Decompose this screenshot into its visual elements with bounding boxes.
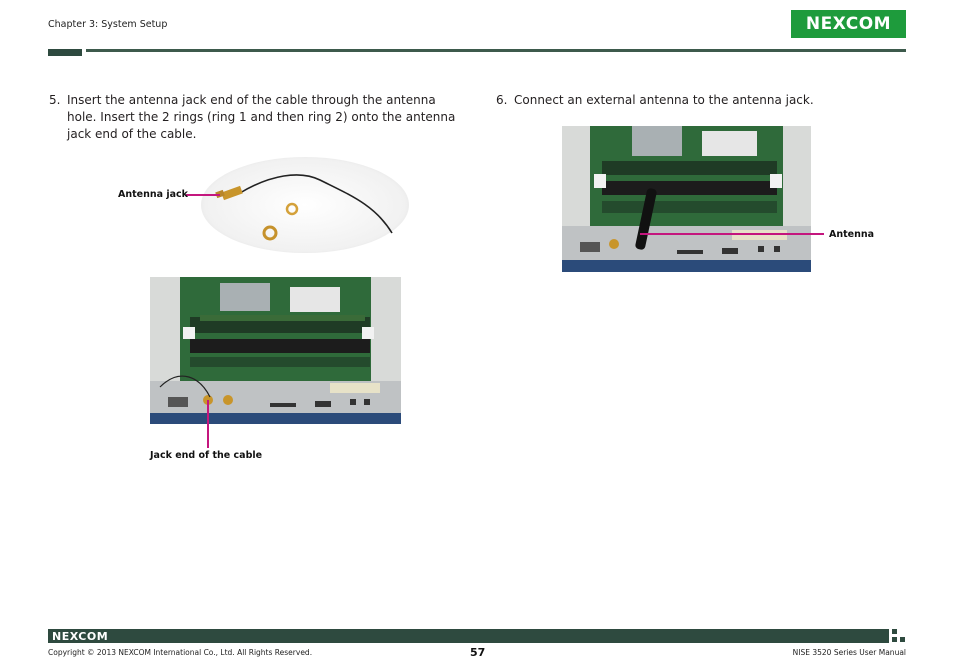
nexcom-logo: NEXCOM bbox=[791, 10, 906, 38]
logo-text: NEXCOM bbox=[805, 14, 892, 34]
page-number: 57 bbox=[470, 646, 486, 659]
step-number: 6. bbox=[496, 93, 508, 107]
chapter-title: Chapter 3: System Setup bbox=[48, 19, 168, 30]
callout-line-jack-end bbox=[207, 400, 209, 448]
callout-antenna: Antenna bbox=[829, 229, 875, 240]
header-accent-bar bbox=[48, 49, 82, 56]
footer-logo: NEXCOM bbox=[52, 630, 109, 643]
copyright-notice: Copyright © 2013 NEXCOM International Co… bbox=[48, 648, 313, 657]
step-text: Insert the antenna jack end of the cable… bbox=[67, 93, 456, 141]
step-number: 5. bbox=[49, 93, 61, 107]
jack-end-photo bbox=[150, 277, 401, 424]
callout-jack-end: Jack end of the cable bbox=[150, 450, 263, 461]
callout-antenna-jack: Antenna jack bbox=[118, 189, 188, 200]
header-divider bbox=[86, 49, 906, 52]
callout-line-antenna bbox=[640, 233, 824, 235]
manual-title: NISE 3520 Series User Manual bbox=[792, 648, 906, 657]
footer-squares-icon bbox=[892, 629, 905, 642]
antenna-cable-photo bbox=[201, 157, 409, 253]
footer-bar bbox=[48, 629, 889, 643]
step-text: Connect an external antenna to the anten… bbox=[514, 93, 814, 107]
callout-line-antenna-jack bbox=[186, 194, 220, 196]
antenna-installed-photo bbox=[562, 126, 811, 272]
